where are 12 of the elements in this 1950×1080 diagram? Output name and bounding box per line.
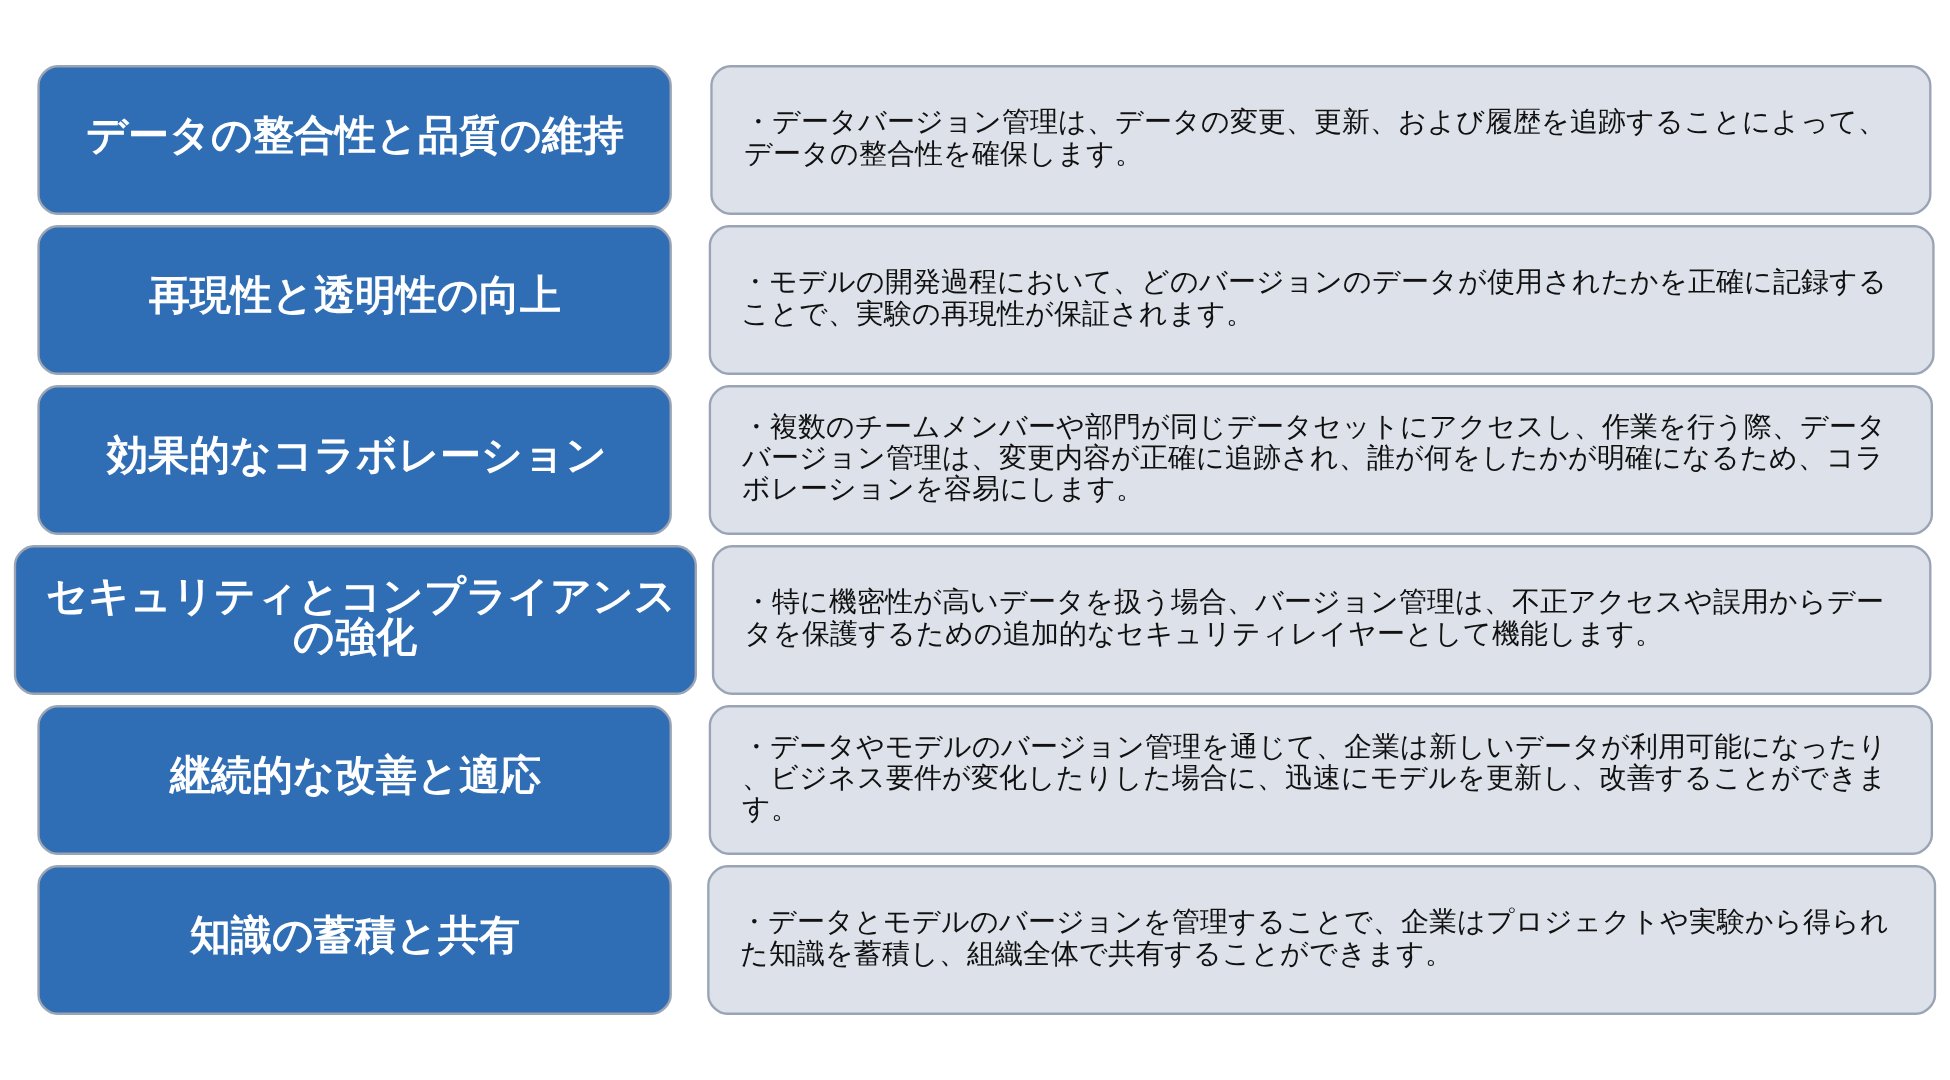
node-box: 再現性と透明性の向上 (37, 225, 672, 375)
node-box: ・複数のチームメンバーや部門が同じデータセットにアクセスし、作業を行う際、データバージョン管理は、変更内容が正確に追跡され、誰が何をしたかが明確になるため、コラボレーションを容易にします。 (708, 385, 1934, 535)
node-box: ・データやモデルのバージョン管理を通じて、企業は新しいデータが利用可能になったり、ビジネス要件が変化したりした場合に、迅速にモデルを更新し、改善することができます。 (708, 705, 1934, 855)
node-box: ・データバージョン管理は、データの変更、更新、および履歴を追跡することによって、データの整合性を確保します。 (710, 65, 1932, 215)
node-box: ・特に機密性が高いデータを扱う場合、バージョン管理は、不正アクセスや誤用からデータを保護するための追加的なセキュリティレイヤーとして機能します。 (711, 545, 1932, 695)
node-box: 知識の蓄積と共有 (37, 865, 672, 1015)
node-box: 効果的なコラボレーション (37, 385, 672, 535)
node-box: データの整合性と品質の維持 (37, 65, 672, 215)
node-box: ・データとモデルのバージョンを管理することで、企業はプロジェクトや実験から得られた知識を蓄積し、組織全体で共有することができます。 (707, 865, 1937, 1015)
node-box: ・モデルの開発過程において、どのバージョンのデータが使用されたかを正確に記録することで、実験の再現性が保証されます。 (708, 225, 1935, 375)
node-box: セキュリティとコンプライアンスの強化 (13, 545, 697, 695)
node-box: 継続的な改善と適応 (37, 705, 672, 855)
